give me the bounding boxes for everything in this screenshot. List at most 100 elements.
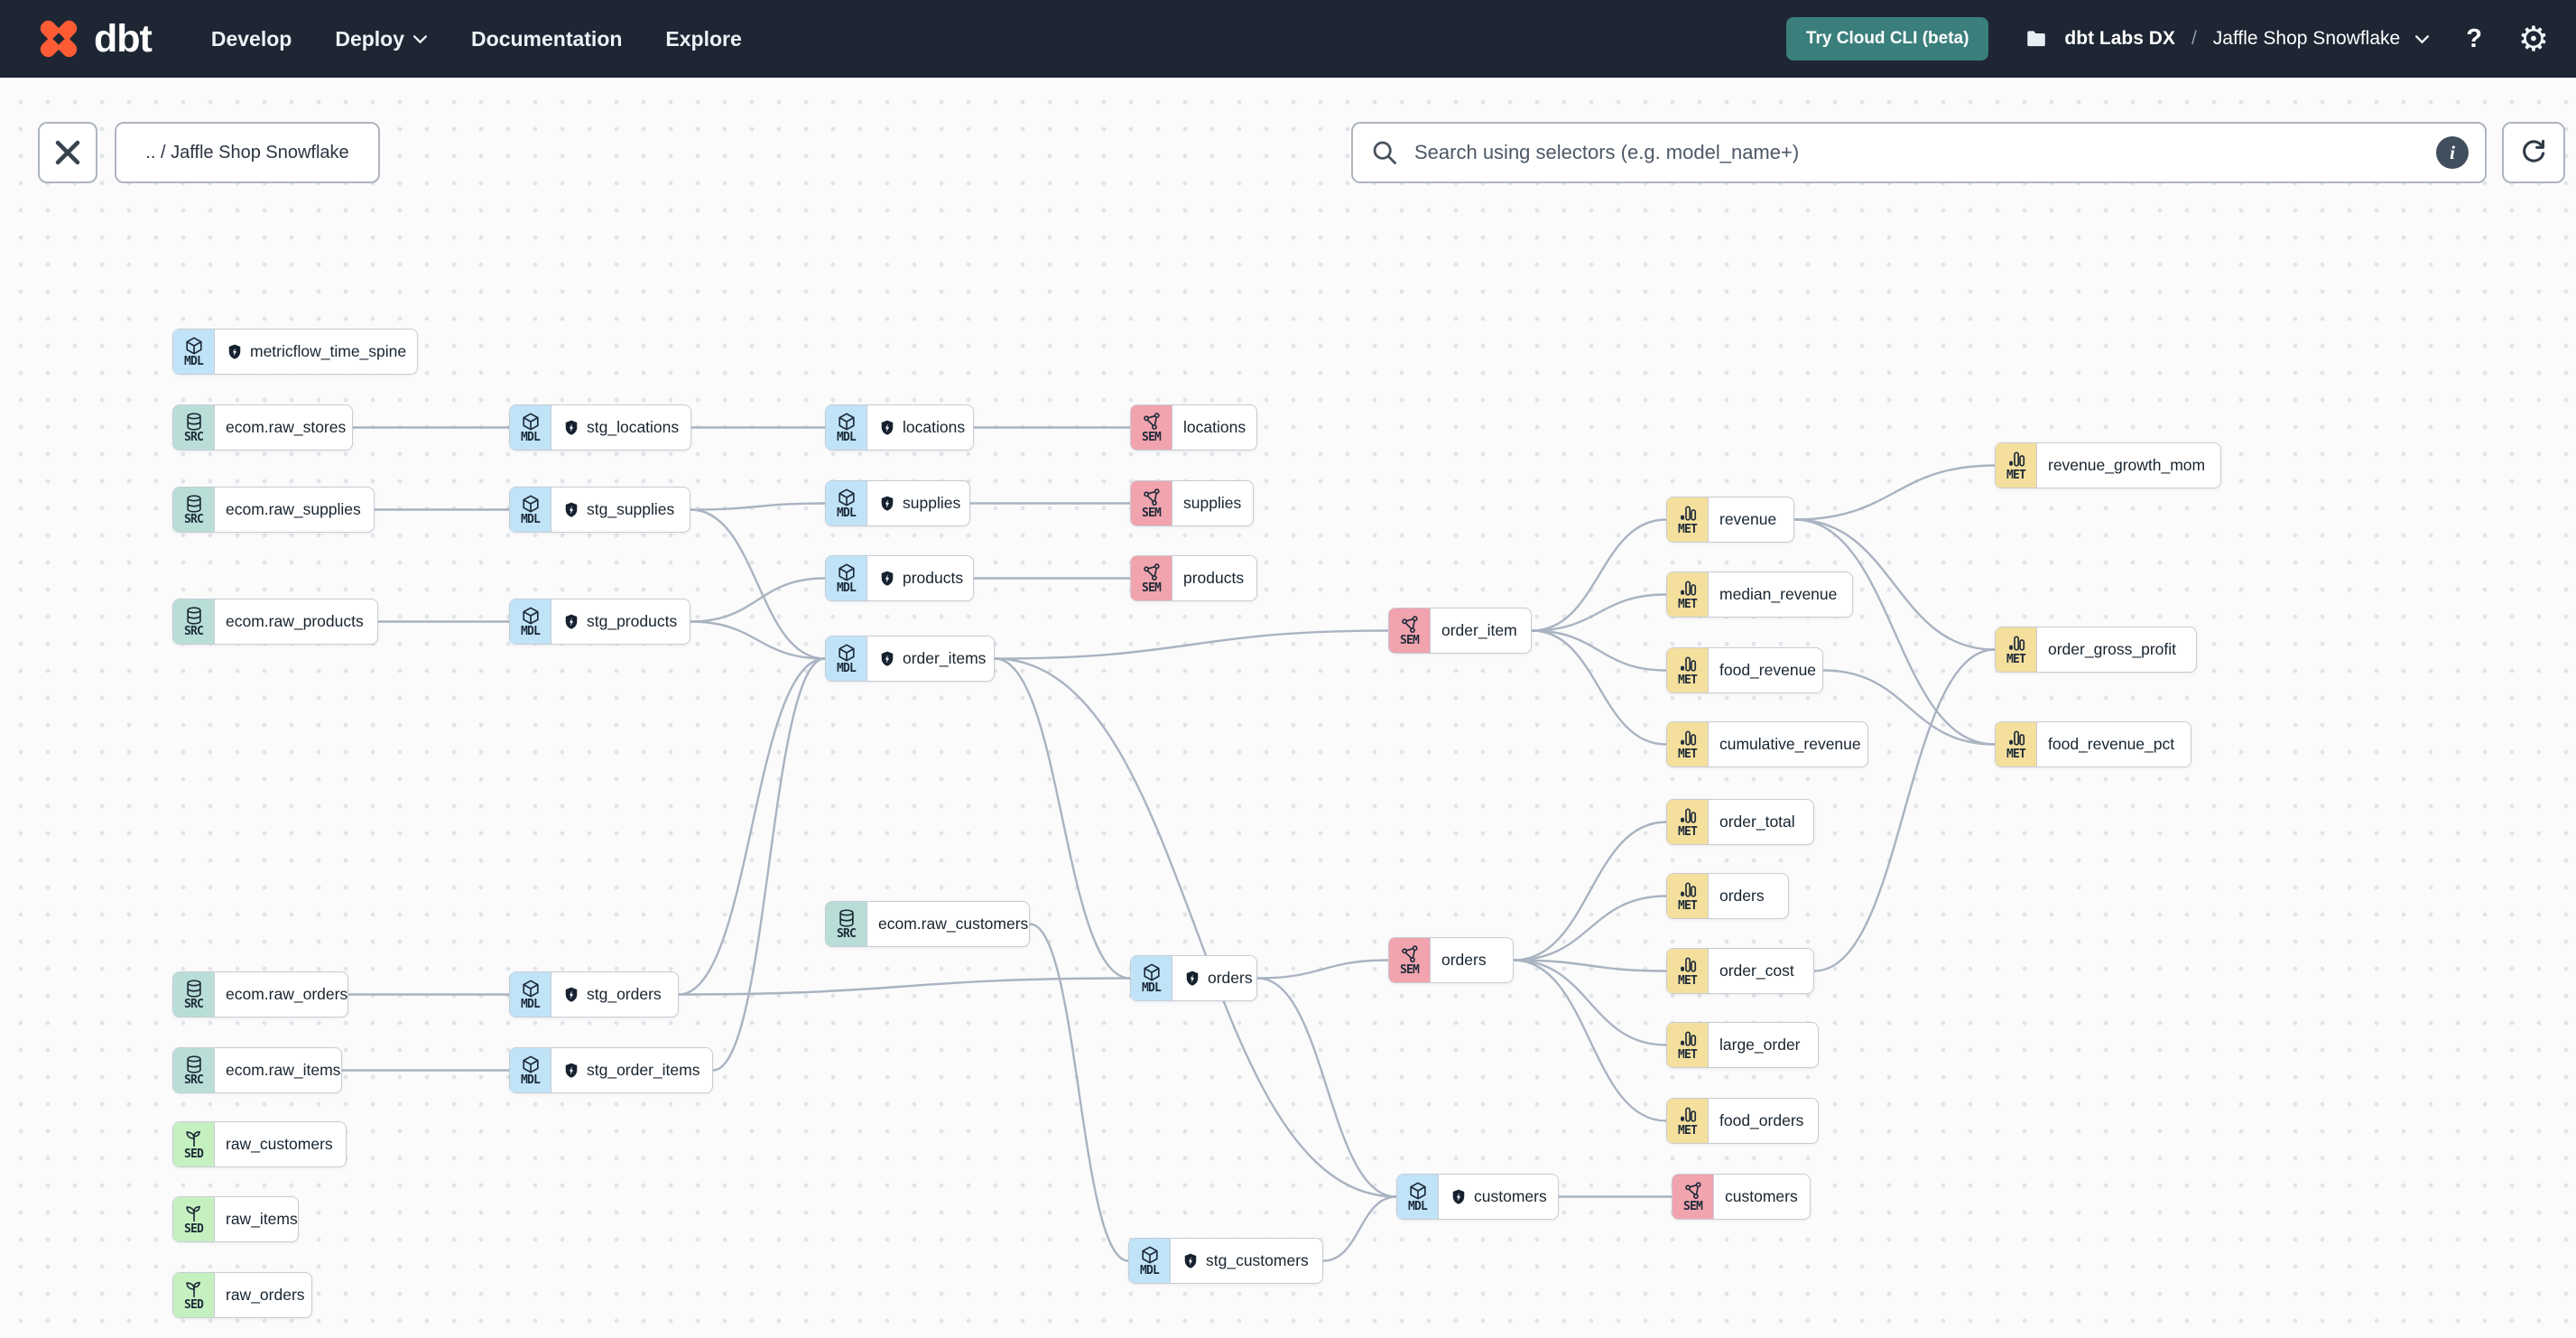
edge-sem_orders-met_food_orders: [1513, 959, 1667, 1122]
graph-node-met_median_revenue[interactable]: MET median_revenue: [1666, 571, 1853, 618]
node-type-badge: MET: [1667, 572, 1709, 617]
node-type-badge: MET: [1667, 1099, 1709, 1143]
nav-item-explore[interactable]: Explore: [665, 26, 742, 51]
node-body: food_revenue_pct: [2037, 722, 2191, 767]
node-type-badge: SED: [173, 1273, 215, 1317]
semantic-icon: [1684, 1181, 1701, 1199]
node-body: stg_customers: [1171, 1239, 1322, 1283]
node-label: food_orders: [1719, 1111, 1804, 1129]
search-input[interactable]: [1413, 140, 2436, 165]
graph-node-met_food_orders[interactable]: MET food_orders: [1666, 1098, 1819, 1144]
node-type-badge: MET: [1667, 949, 1709, 993]
edge-met_revenue-met_revenue_growth_mom: [1793, 464, 1996, 521]
node-body: supplies: [867, 481, 969, 525]
dbt-logo-icon[interactable]: [34, 14, 83, 63]
nav-item-documentation[interactable]: Documentation: [471, 26, 623, 51]
edge-mdl_order_items-mdl_customers: [994, 657, 1397, 1198]
try-cloud-cli-button[interactable]: Try Cloud CLI (beta): [1785, 17, 1989, 60]
refresh-button[interactable]: [2502, 122, 2565, 183]
info-icon[interactable]: i: [2436, 136, 2469, 169]
node-type-code: MDL: [1139, 1263, 1160, 1278]
edge-stg_products-mdl_order_items: [690, 620, 826, 660]
node-label: products: [1183, 569, 1245, 587]
node-label: orders: [1441, 951, 1487, 969]
cube-icon: [838, 413, 855, 431]
gear-icon[interactable]: ⚙: [2517, 19, 2549, 59]
graph-node-stg_customers[interactable]: MDL stg_customers: [1128, 1238, 1323, 1284]
metric-icon: [1680, 808, 1696, 823]
node-type-code: MDL: [520, 624, 541, 638]
graph-node-sem_orders[interactable]: SEM orders: [1388, 937, 1514, 983]
edge-sem_orders-met_order_total: [1513, 821, 1667, 962]
node-label: orders: [1208, 969, 1253, 987]
close-button[interactable]: [38, 122, 97, 183]
metric-icon: [1680, 882, 1696, 897]
node-label: metricflow_time_spine: [250, 342, 407, 360]
node-label: stg_customers: [1206, 1251, 1309, 1269]
node-label: large_order: [1719, 1036, 1801, 1054]
search-bar: i: [1351, 122, 2487, 183]
node-type-badge: SEM: [1389, 938, 1431, 982]
lineage-edges: [341, 426, 1996, 1262]
breadcrumb[interactable]: .. / Jaffle Shop Snowflake: [115, 122, 380, 183]
graph-node-mdl_supplies[interactable]: MDL supplies: [825, 480, 970, 526]
node-type-code: SRC: [183, 624, 204, 638]
node-type-code: MDL: [1407, 1199, 1428, 1213]
node-body: ecom.raw_products: [215, 599, 377, 644]
graph-node-src_raw_products[interactable]: SRC ecom.raw_products: [172, 599, 378, 645]
nav-item-deploy[interactable]: Deploy: [335, 27, 428, 51]
node-type-code: MDL: [836, 506, 857, 520]
cube-icon: [838, 563, 855, 581]
node-type-code: MDL: [520, 997, 541, 1011]
node-body: ecom.raw_supplies: [215, 488, 374, 532]
node-label: raw_items: [226, 1210, 298, 1228]
node-body: raw_customers: [215, 1122, 346, 1166]
account-project-switcher[interactable]: dbt Labs DX / Jaffle Shop Snowflake: [2025, 27, 2430, 51]
node-label: median_revenue: [1719, 585, 1838, 603]
node-type-badge: MET: [1667, 722, 1709, 767]
node-body: raw_orders: [215, 1273, 311, 1317]
node-body: ecom.raw_orders: [215, 972, 347, 1017]
help-icon[interactable]: ?: [2466, 23, 2482, 53]
node-type-badge: MDL: [1397, 1175, 1439, 1219]
nav-item-develop[interactable]: Develop: [210, 26, 292, 51]
node-body: locations: [1172, 405, 1256, 450]
cube-icon: [1409, 1182, 1426, 1200]
edge-stg_customers-mdl_customers: [1322, 1195, 1397, 1262]
